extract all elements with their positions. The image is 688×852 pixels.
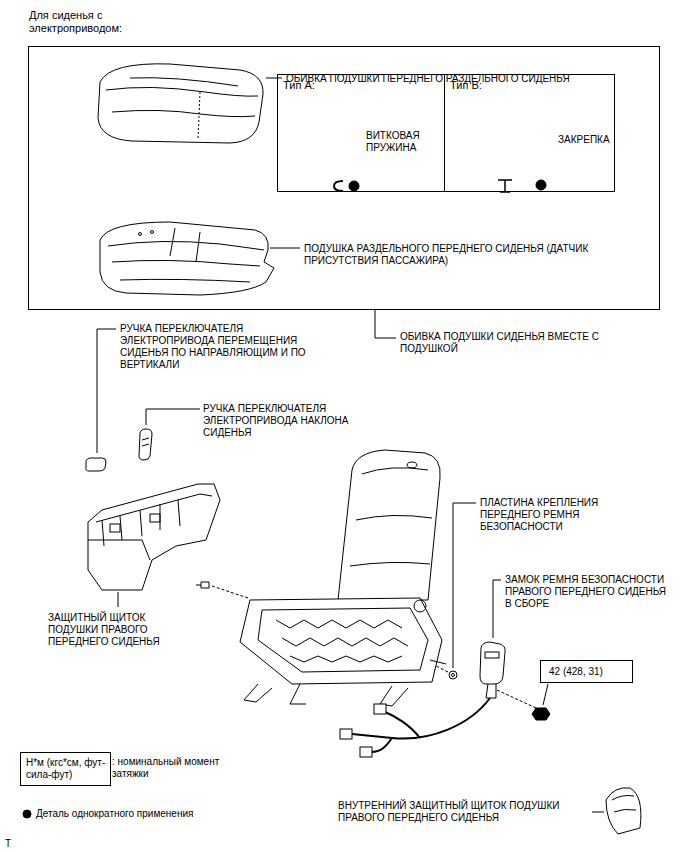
nut xyxy=(532,708,550,720)
coil-spring-symbol xyxy=(334,181,343,191)
leader-line xyxy=(146,409,200,425)
part-name: ПЛАСТИНА КРЕПЛЕНИЯ ПЕРЕДНЕГО РЕМНЯ БЕЗОП… xyxy=(480,497,640,533)
torque-box: 42 (428, 31) xyxy=(540,660,633,683)
type-cell: Тип А: ВИТКОВАЯ ПРУЖИНА xyxy=(277,74,445,192)
legend-text: : номинальный момент затяжки xyxy=(112,756,222,780)
leader-line xyxy=(118,592,119,607)
part-name: ВИТКОВАЯ ПРУЖИНА xyxy=(366,130,442,154)
section-heading: Для сиденья с электроприводом: xyxy=(29,9,179,35)
single-use-dot xyxy=(536,180,546,190)
page-mark: T xyxy=(5,838,25,850)
cushion-pad xyxy=(100,222,274,295)
clip-symbol xyxy=(498,180,512,192)
leader-line xyxy=(592,812,604,813)
legend-dot xyxy=(23,810,31,818)
torque-units: Н*м (кгс*см, фут-сила-фут) xyxy=(26,757,106,781)
leader-line xyxy=(493,580,501,638)
cushion-cover xyxy=(98,64,263,143)
legend-sample-box: Н*м (кгс*см, фут-сила-фут) xyxy=(20,752,111,786)
leader-line xyxy=(543,684,548,705)
part-name: РУЧКА ПЕРЕКЛЮЧАТЕЛЯ ЭЛЕКТРОПРИВОДА НАКЛО… xyxy=(203,403,383,439)
legend-text: Деталь однократного применения xyxy=(36,808,256,820)
wire-harness xyxy=(340,698,490,757)
dashed-line xyxy=(212,586,248,598)
group-box: Для сиденья с электроприводом:ОБИВКА ПОД… xyxy=(28,46,660,310)
switch-knob xyxy=(139,429,152,460)
seat-frame xyxy=(240,450,446,706)
part-name: ПОДУШКА РАЗДЕЛЬНОГО ПЕРЕДНЕГО СИДЕНЬЯ (Д… xyxy=(304,243,594,267)
inner-shield xyxy=(606,788,641,834)
leader-line xyxy=(266,78,282,79)
cushion-shield xyxy=(88,484,220,590)
dashed-line xyxy=(436,666,448,672)
switch-knob xyxy=(86,458,106,471)
leader-line xyxy=(453,503,476,668)
dashed-line xyxy=(497,690,536,708)
part-name: ВНУТРЕННИЙ ЗАЩИТНЫЙ ЩИТОК ПОДУШКИ ПРАВОГ… xyxy=(338,800,590,824)
washer xyxy=(449,671,457,679)
part-name: РУЧКА ПЕРЕКЛЮЧАТЕЛЯ ЭЛЕКТРОПРИВОДА ПЕРЕМ… xyxy=(120,323,325,371)
belt-buckle xyxy=(480,642,505,684)
leader-line xyxy=(97,329,116,453)
leader-line xyxy=(270,248,300,249)
type-heading: Тип В: xyxy=(450,79,530,92)
type-heading: Тип А: xyxy=(283,79,363,92)
screw xyxy=(196,582,209,588)
torque-value: 42 (428, 31) xyxy=(549,666,629,678)
part-name: ОБИВКА ПОДУШКИ СИДЕНЬЯ ВМЕСТЕ С ПОДУШКОЙ xyxy=(400,331,650,355)
part-name: ЗАЩИТНЫЙ ЩИТОК ПОДУШКИ ПРАВОГО ПЕРЕДНЕГО… xyxy=(48,612,188,648)
type-cell: Тип В: ЗАКРЕПКА xyxy=(444,74,615,192)
part-name: ЗАМОК РЕМНЯ БЕЗОПАСНОСТИ ПРАВОГО ПЕРЕДНЕ… xyxy=(505,574,670,610)
single-use-dot xyxy=(349,181,359,191)
part-name: ЗАКРЕПКА xyxy=(558,134,610,146)
leader-line xyxy=(375,310,396,338)
